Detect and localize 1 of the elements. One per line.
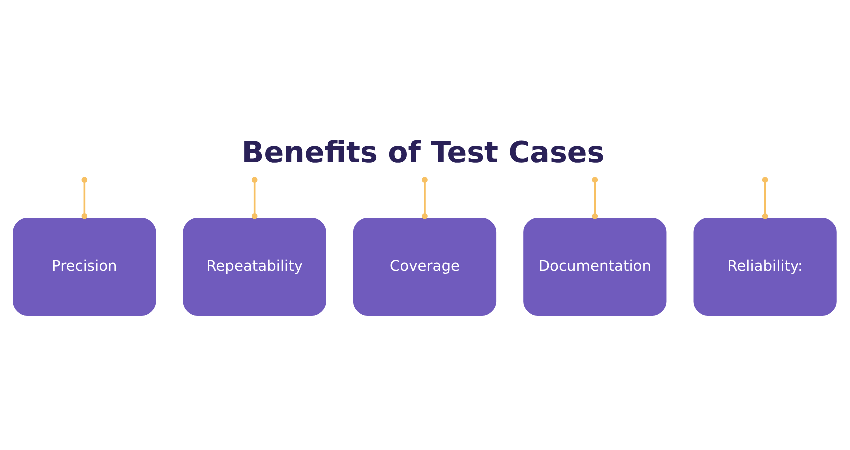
diagram-title: Benefits of Test Cases	[242, 134, 605, 169]
